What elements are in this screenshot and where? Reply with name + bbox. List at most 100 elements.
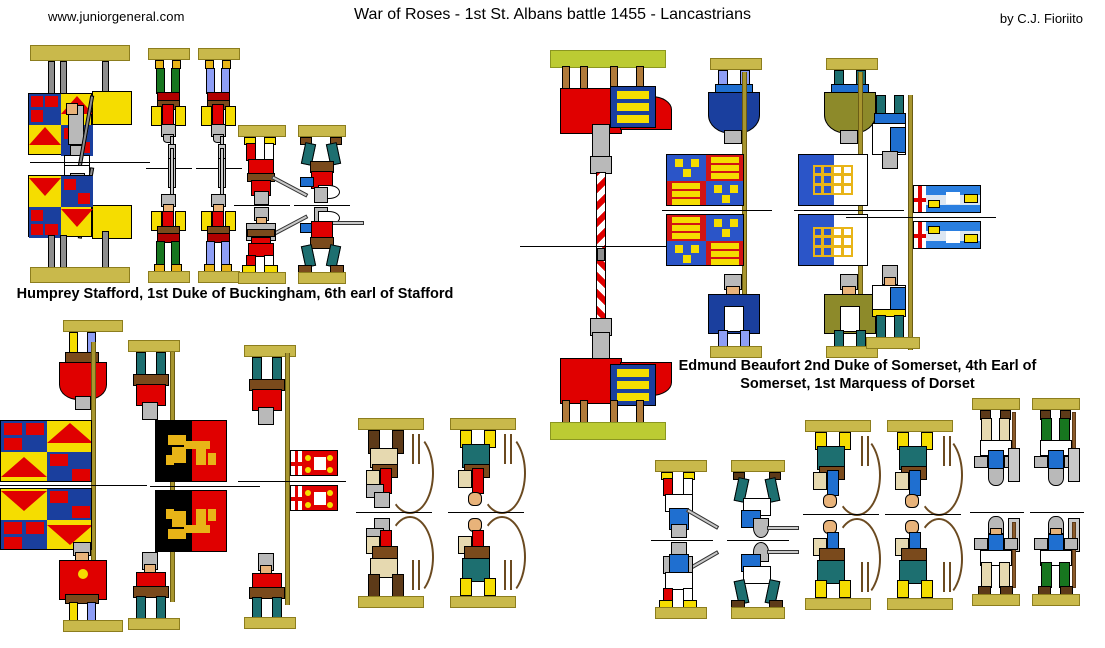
- figure-group-somerset-mounted[interactable]: [520, 50, 730, 440]
- horse-head: [92, 205, 132, 239]
- hose: [171, 68, 180, 94]
- figure-group-somerset-swordsmen[interactable]: [651, 460, 799, 620]
- fold-line: [520, 246, 730, 247]
- figure-group-stafford-archers[interactable]: [356, 418, 528, 618]
- figure-base: [826, 346, 878, 358]
- hose: [252, 597, 262, 619]
- gauntlet: [1004, 538, 1018, 550]
- figure-base: [710, 58, 762, 70]
- fold-line: [885, 514, 961, 515]
- hose: [156, 596, 166, 620]
- figure-group-somerset-billmen[interactable]: [970, 398, 1092, 628]
- hose: [894, 315, 904, 339]
- head: [823, 494, 837, 508]
- figure-base: [30, 267, 130, 283]
- surcoat: [724, 306, 744, 332]
- figure-group-stafford-mounted[interactable]: [20, 45, 150, 285]
- arrow: [943, 436, 945, 466]
- hose: [999, 562, 1010, 588]
- sleeve: [151, 211, 162, 231]
- bill-haft: [220, 148, 224, 200]
- banner-royal-arms: [666, 214, 744, 266]
- longbow: [386, 432, 434, 514]
- figure-base: [731, 607, 785, 619]
- sleeve: [201, 106, 212, 126]
- figure-group-beaufort-pennon[interactable]: [846, 95, 996, 355]
- boot: [460, 578, 472, 596]
- miniature-swordsman[interactable]: [651, 460, 720, 620]
- figure-base: [887, 598, 953, 610]
- jerkin: [249, 587, 285, 599]
- tabard: [59, 560, 107, 600]
- horse-heraldic-panel: [610, 86, 656, 128]
- miniature-archer[interactable]: [885, 420, 963, 620]
- figure-base: [128, 340, 180, 352]
- boot: [484, 578, 496, 596]
- figure-base: [128, 618, 180, 630]
- gauntlet: [974, 456, 988, 468]
- figure-base: [298, 125, 346, 137]
- figure-base: [731, 460, 785, 472]
- arrow: [412, 434, 414, 464]
- hose: [1041, 562, 1052, 588]
- longbow: [915, 518, 963, 600]
- figure-group-stafford-billmen[interactable]: [146, 48, 242, 283]
- fold-line: [1030, 512, 1084, 513]
- sword-blade: [767, 526, 799, 530]
- figure-group-royal-standard[interactable]: [662, 58, 785, 358]
- fold-line: [448, 512, 524, 513]
- figure-group-stafford-standard-bearer[interactable]: [0, 320, 147, 632]
- sleeve: [895, 472, 909, 490]
- miniature-billman[interactable]: [146, 48, 192, 283]
- banner-livery-antelope: [155, 490, 227, 552]
- miniature-billman[interactable]: [1030, 398, 1084, 628]
- longbow: [915, 434, 963, 516]
- miniature-billman[interactable]: [970, 398, 1024, 628]
- fold-line: [238, 481, 346, 482]
- figure-base: [1032, 594, 1080, 606]
- figure-group-stafford-swordsmen[interactable]: [234, 125, 364, 285]
- helmet: [724, 130, 742, 144]
- boot: [897, 580, 909, 598]
- figure-group-somerset-archers[interactable]: [803, 420, 965, 620]
- sleeve: [201, 211, 212, 231]
- fold-line: [30, 162, 150, 163]
- figure-base: [63, 620, 123, 632]
- figure-group-portcullis-standard[interactable]: [794, 58, 913, 358]
- hose: [136, 596, 146, 620]
- miniature-swordsman[interactable]: [294, 125, 364, 285]
- arrow: [412, 560, 414, 590]
- caption-somerset: Edmund Beaufort 2nd Duke of Somerset, 4t…: [678, 358, 1037, 393]
- miniature-archer[interactable]: [448, 418, 526, 618]
- helmet: [882, 151, 898, 169]
- hose: [1059, 562, 1070, 588]
- figure-group-stafford-livery-banner[interactable]: [118, 340, 260, 630]
- gauntlet: [1034, 456, 1048, 468]
- fold-line: [0, 485, 147, 486]
- arrow: [510, 560, 512, 590]
- arrow: [418, 434, 420, 464]
- figure-base: [655, 607, 707, 619]
- author-credit: by C.J. Fioriito: [999, 11, 1083, 26]
- sleeve: [813, 472, 827, 490]
- figure-group-stafford-pennon[interactable]: [238, 345, 346, 629]
- miniature-billman[interactable]: [196, 48, 242, 283]
- miniature-archer[interactable]: [803, 420, 881, 620]
- bill-haft: [1012, 522, 1016, 588]
- arrow: [949, 562, 951, 592]
- sleeve: [458, 470, 472, 488]
- arrow: [861, 436, 863, 466]
- sleeve: [175, 211, 186, 231]
- miniature-swordsman[interactable]: [727, 460, 799, 620]
- horse-head: [92, 91, 132, 125]
- miniature-archer[interactable]: [356, 418, 434, 618]
- head: [468, 492, 482, 506]
- bill-haft: [170, 148, 174, 200]
- figure-base: [826, 58, 878, 70]
- figure-base: [63, 320, 123, 332]
- arrow: [943, 562, 945, 592]
- helmet: [75, 396, 91, 410]
- helmet: [988, 468, 1004, 486]
- belt: [157, 233, 180, 243]
- miniature-swordsman[interactable]: [234, 125, 309, 285]
